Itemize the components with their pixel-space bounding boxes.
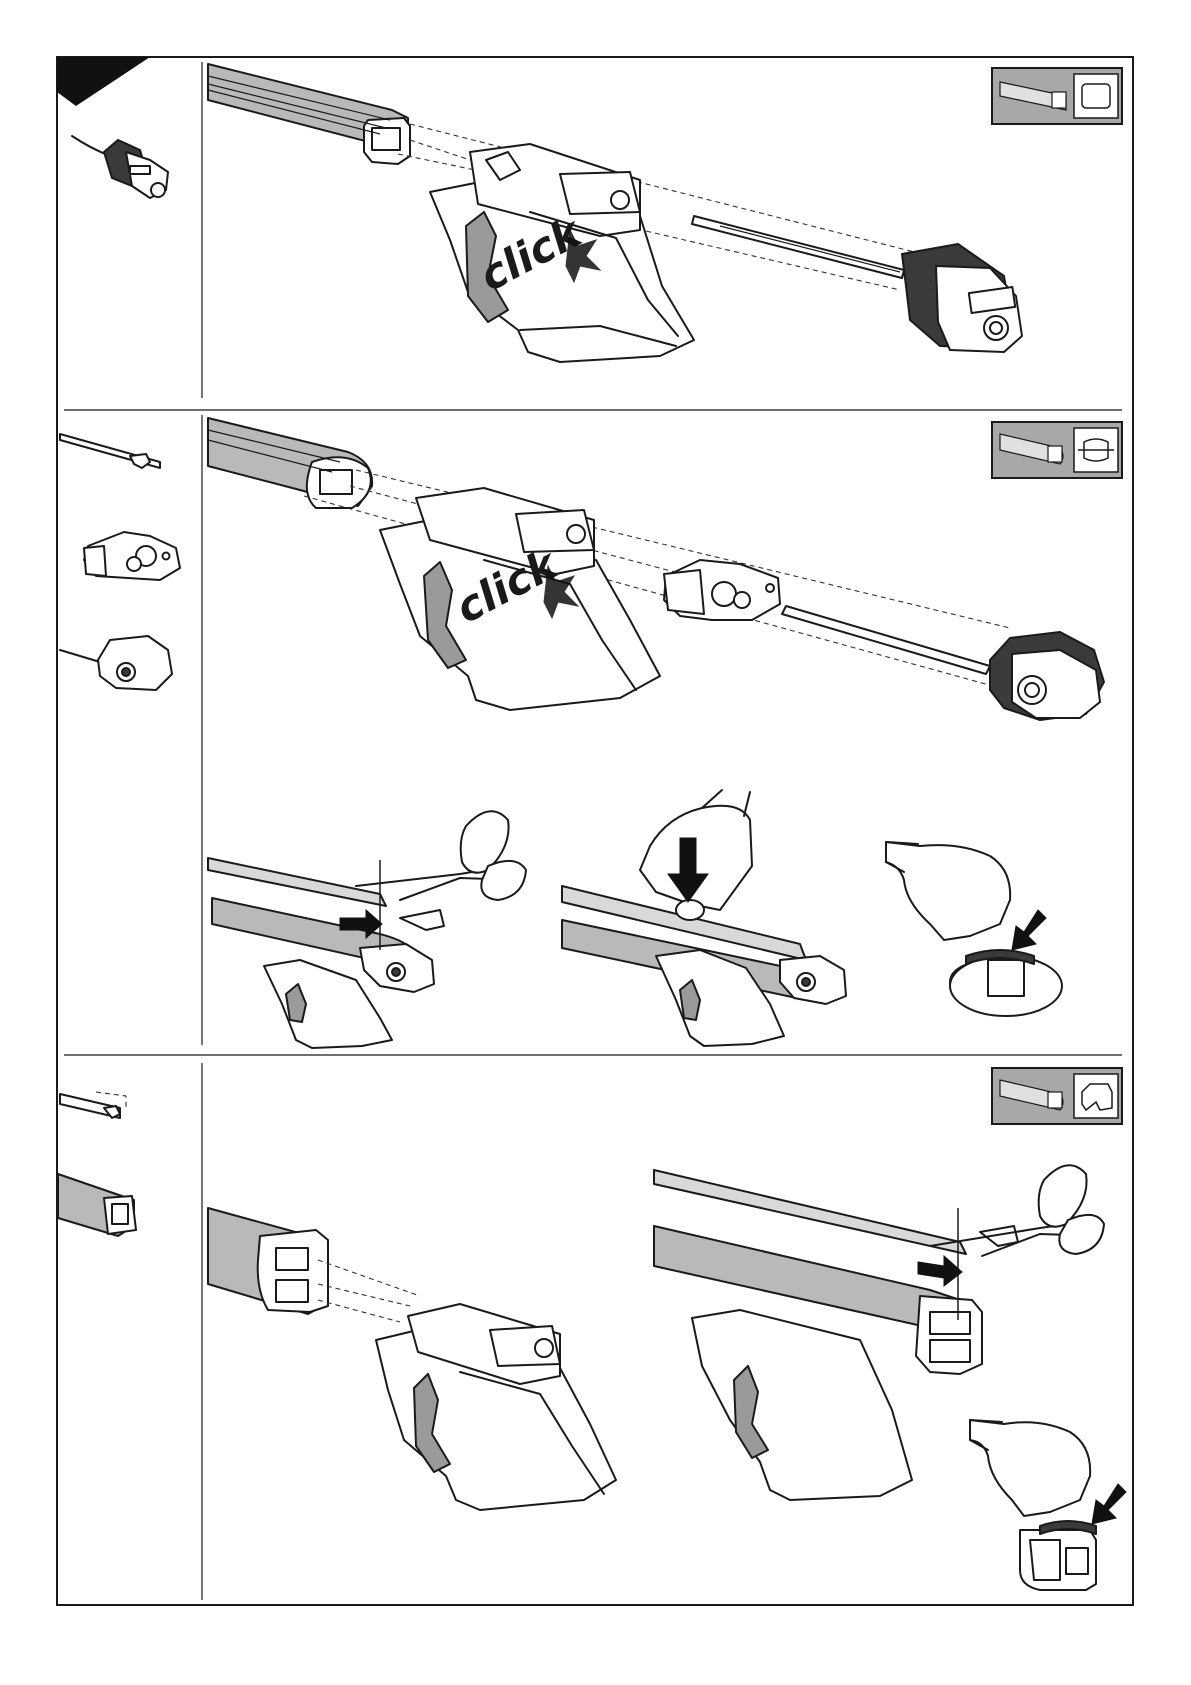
t-track-strip-icon bbox=[60, 1092, 126, 1118]
threaded-rod-2 bbox=[782, 606, 990, 674]
step-seat-strip bbox=[886, 842, 1062, 1016]
end-cap-part-icon-2 bbox=[60, 636, 172, 690]
section-2: click bbox=[60, 418, 1122, 1048]
adapter-part-icon bbox=[84, 532, 180, 580]
end-cap-large-2 bbox=[990, 632, 1104, 720]
rubber-strip-icon bbox=[60, 434, 160, 468]
step-seat-strip-3 bbox=[970, 1420, 1126, 1590]
end-cap-part-icon bbox=[72, 136, 168, 198]
step-cut-strip bbox=[208, 811, 526, 1048]
oval-bar-profile bbox=[208, 418, 372, 508]
t-track-bar-icon bbox=[58, 1174, 136, 1236]
adapter-part bbox=[664, 560, 780, 620]
step-press-strip bbox=[562, 790, 846, 1046]
profile-badge-2 bbox=[992, 422, 1122, 478]
square-bar-profile bbox=[208, 64, 410, 164]
t-track-bar-profile bbox=[208, 1208, 328, 1314]
section-1: click bbox=[72, 64, 1122, 362]
roof-rail-foot-2: click bbox=[380, 488, 660, 710]
profile-badge-1 bbox=[992, 68, 1122, 124]
profile-badge-3 bbox=[992, 1068, 1122, 1124]
end-cap-large bbox=[902, 244, 1022, 352]
threaded-rod bbox=[692, 216, 904, 278]
roof-rail-foot-1: click bbox=[430, 144, 694, 362]
section-3 bbox=[58, 1068, 1126, 1590]
corner-marker bbox=[57, 57, 150, 106]
roof-rail-foot-3 bbox=[376, 1304, 616, 1510]
